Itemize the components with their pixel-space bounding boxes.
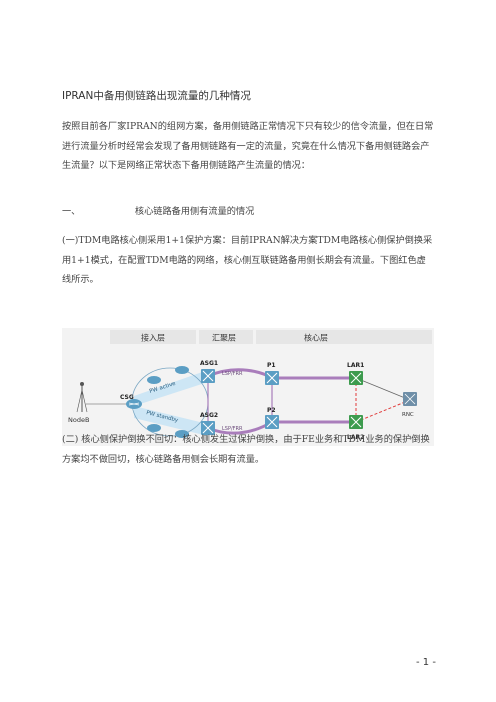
csg-label: CSG xyxy=(120,394,134,401)
nodeb-label: NodeB xyxy=(68,416,89,424)
intro-paragraph: 按照目前各厂家IPRAN的组网方案，备用侧链路正常情况下只有较少的信令流量，但在… xyxy=(62,121,434,171)
p2-label: P2 xyxy=(267,407,276,414)
paragraph-tdm-protection: (一)TDM电路核心侧采用1+1保护方案：目前IPRAN解决方案TDM电路核心侧… xyxy=(62,235,433,285)
p1-router-icon xyxy=(265,371,279,385)
p1-label: P1 xyxy=(267,362,276,369)
ring-router-icon xyxy=(175,366,189,374)
paragraph-no-revert: (二) 核心侧保护倒换不回切：核心侧发生过保护倒换，由于FE业务和TDM业务的保… xyxy=(62,434,430,465)
csg-router-icon xyxy=(126,399,142,409)
ring-router-icon xyxy=(147,424,161,432)
lsp-label-2: LSP/FRR xyxy=(222,426,243,432)
asg2-label: ASG2 xyxy=(200,412,218,419)
network-diagram-svg: 接入层 汇聚层 核心层 PW active PW standby LSP/FRR… xyxy=(62,328,434,446)
asg1-label: ASG1 xyxy=(200,360,218,367)
asg2-switch-icon xyxy=(201,421,215,435)
rnc-label: RNC xyxy=(402,412,414,418)
nodeb-tower-icon xyxy=(76,382,88,413)
rnc-server-icon xyxy=(403,392,417,406)
core-layer-bar xyxy=(256,330,432,344)
lar2-router-icon xyxy=(349,415,363,429)
lar1-label: LAR1 xyxy=(347,362,364,369)
access-layer-label: 接入层 xyxy=(141,333,165,343)
lar1-router-icon xyxy=(349,371,363,385)
p2-router-icon xyxy=(265,415,279,429)
pw-standby-band xyxy=(134,406,208,436)
ring-router-icon xyxy=(175,430,189,438)
lsp-label-1: LSP/FRR xyxy=(222,371,243,377)
section-heading-text: 核心链路备用侧有流量的情况 xyxy=(134,206,255,217)
ring-router-icon xyxy=(147,376,161,384)
access-layer-bar xyxy=(110,330,196,344)
core-layer-label: 核心层 xyxy=(304,333,328,343)
asg1-switch-icon xyxy=(201,369,215,383)
aggregation-layer-label: 汇聚层 xyxy=(212,334,236,343)
network-diagram: 接入层 汇聚层 核心层 PW active PW standby LSP/FRR… xyxy=(62,328,434,446)
lar1-rnc-link xyxy=(355,377,411,401)
aggregation-layer-bar xyxy=(199,330,253,344)
section-heading: 一、 核心链路备用侧有流量的情况 xyxy=(62,203,254,217)
section-number: 一、 xyxy=(62,206,81,217)
pw-active-band xyxy=(134,370,208,406)
lar2-label: LAR2 xyxy=(347,434,364,441)
page-number: - 1 - xyxy=(416,657,436,668)
page-title: IPRAN中备用侧链路出现流量的几种情况 xyxy=(62,90,251,102)
diagram-background xyxy=(62,328,434,446)
